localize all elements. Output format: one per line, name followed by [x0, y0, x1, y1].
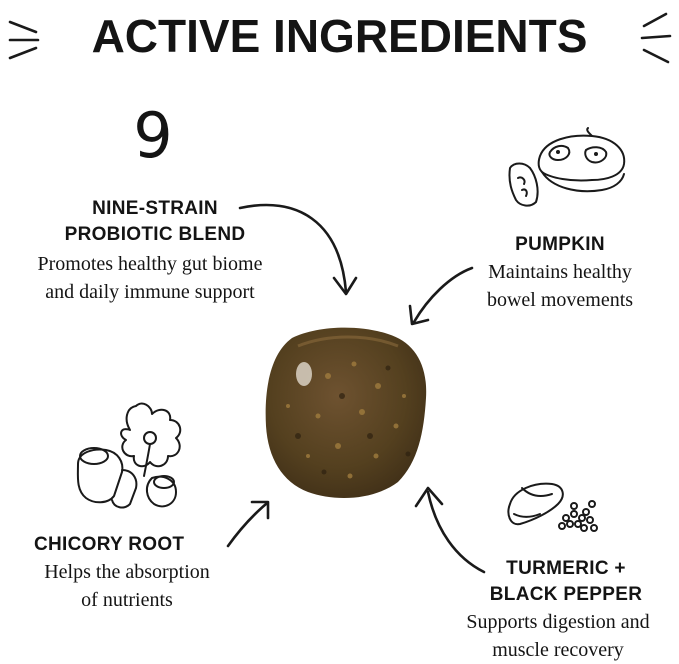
probiotic-heading: NINE-STRAIN PROBIOTIC BLEND: [30, 196, 280, 248]
turmeric-heading: TURMERIC + BLACK PEPPER: [466, 556, 666, 608]
turmeric-heading-line2: BLACK PEPPER: [489, 584, 643, 605]
chicory-desc-line2: of nutrients: [81, 589, 173, 611]
probiotic-heading-text: NINE-STRAIN PROBIOTIC BLEND: [64, 198, 246, 245]
turmeric-description: Supports digestion and muscle recovery: [440, 608, 676, 664]
turmeric-heading-line1: TURMERIC +: [506, 558, 626, 579]
pumpkin-heading: PUMPKIN: [515, 234, 605, 255]
left-burst-icon: [8, 20, 40, 60]
nine-badge: 9: [133, 99, 173, 172]
probiotic-description: Promotes healthy gut biome and daily imm…: [0, 250, 300, 306]
pumpkin-desc-line1: Maintains healthy: [488, 261, 632, 283]
pumpkin-description: Maintains healthy bowel movements: [460, 258, 660, 314]
turmeric-desc-line1: Supports digestion and: [466, 611, 650, 633]
probiotic-desc-line2: and daily immune support: [45, 281, 255, 303]
right-burst-icon: [640, 12, 672, 64]
chicory-root-icon: [76, 402, 182, 509]
turmeric-desc-line2: muscle recovery: [492, 639, 624, 661]
pumpkin-icon: [508, 127, 626, 207]
turmeric-arrow-icon: [414, 486, 486, 574]
page-title: ACTIVE INGREDIENTS: [91, 10, 588, 62]
chicory-desc-line1: Helps the absorption: [44, 561, 210, 583]
probiotic-desc-line1: Promotes healthy gut biome: [37, 253, 263, 275]
pumpkin-arrow-icon: [408, 266, 474, 326]
chicory-description: Helps the absorption of nutrients: [12, 558, 242, 614]
pumpkin-desc-line2: bowel movements: [486, 289, 634, 311]
turmeric-pepper-icon: [507, 482, 598, 532]
chew-image: [265, 327, 427, 498]
chicory-heading: CHICORY ROOT: [34, 534, 185, 555]
chicory-arrow-icon: [226, 500, 270, 548]
probiotic-arrow-icon: [238, 203, 358, 296]
